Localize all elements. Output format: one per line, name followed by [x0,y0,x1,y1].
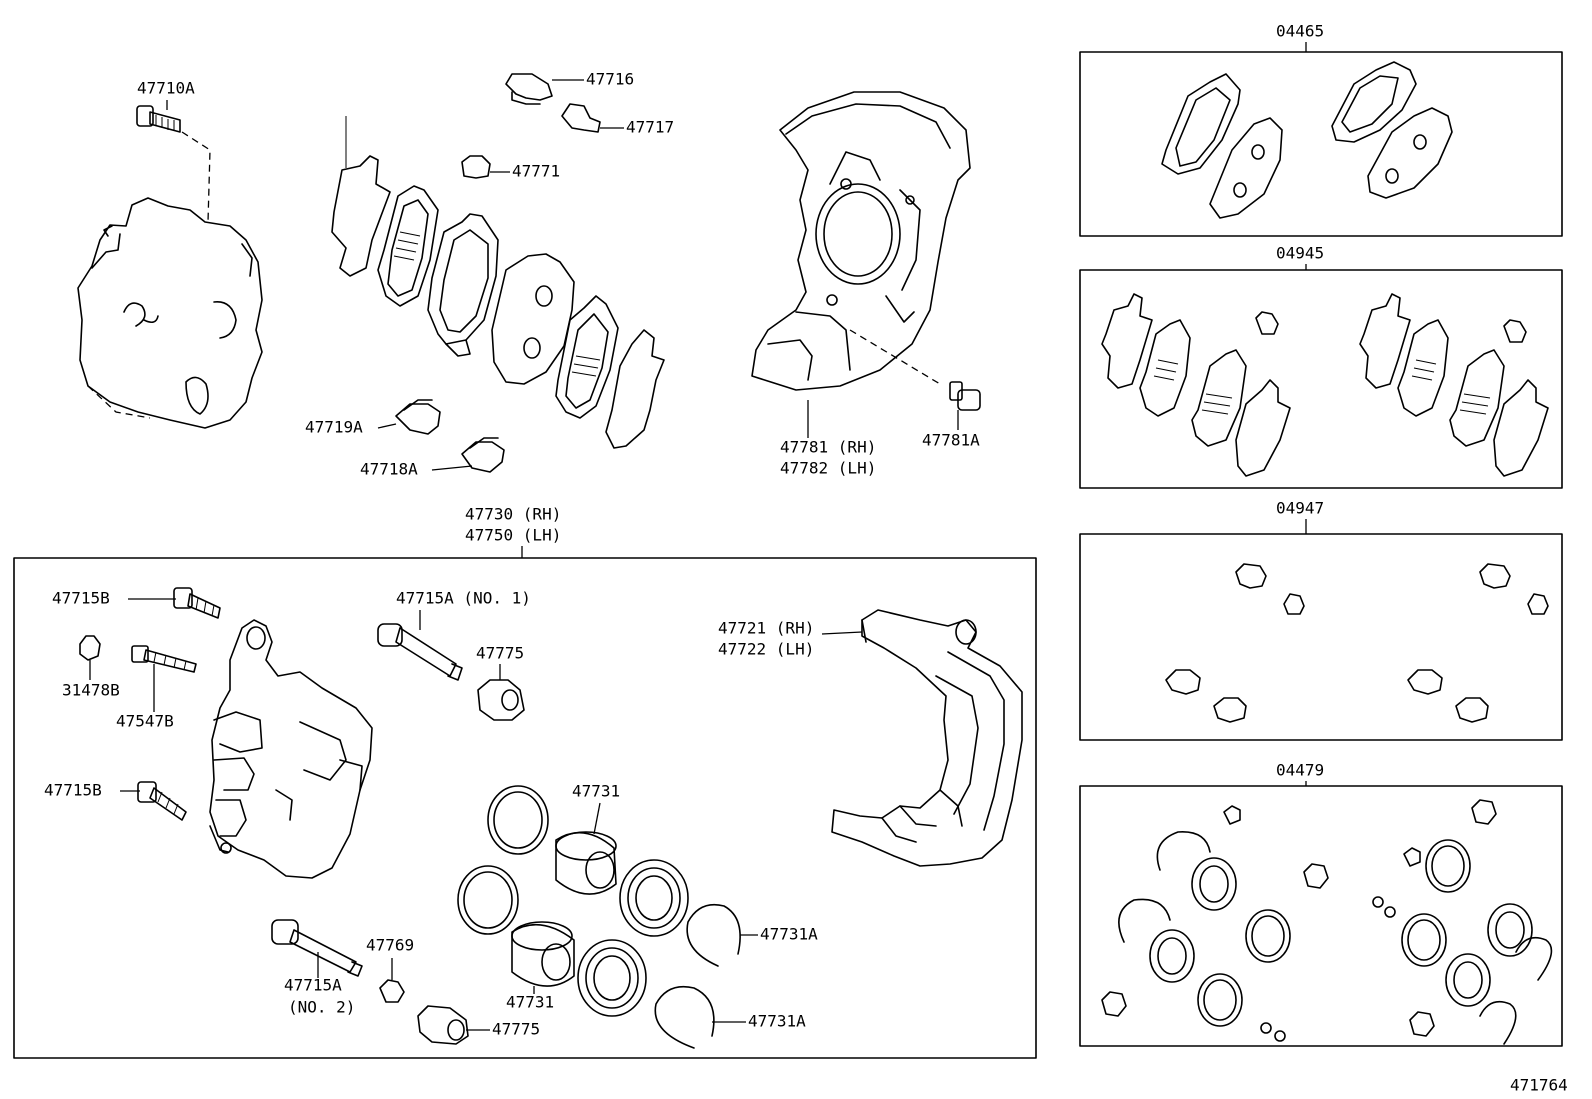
callout-47722-lh: 47722 (LH) [718,640,814,659]
callout-47771: 47771 [512,162,560,181]
caliper-body-47710A-group: 47710A [77,79,263,429]
caliper-assembly-box [13,557,1037,1059]
callout-47781A: 47781A [922,431,980,450]
callout-31478B: 31478B [62,681,120,700]
anti-squeal-shim-47771[interactable] [461,155,491,179]
dust-cover-bolt-47781A[interactable] [949,381,981,411]
callout-47775-top: 47775 [476,644,524,663]
kit-04479: 04479 [1079,761,1563,1047]
callout-47718A: 47718A [360,460,418,479]
callout-47715B-bottom: 47715B [44,781,102,800]
dust-boot-upper[interactable] [619,859,689,937]
pad-assembly-group: 47716 47717 47771 47719A 47718A [305,70,674,479]
caliper-assembly-group: 47715B 31478B 47547B 47715B [44,587,1023,1049]
brake-pad-inner-left[interactable] [377,185,439,307]
callout-47781-rh: 47781 (RH) [780,438,876,457]
callout-47731-bottom: 47731 [506,993,554,1012]
kit-04945-label: 04945 [1276,244,1324,263]
pad-support-plate-47718A[interactable] [461,437,505,473]
kit-04947-label: 04947 [1276,499,1324,518]
kit-04465-pad-set[interactable] [1161,61,1453,219]
callout-47719A: 47719A [305,418,363,437]
callout-47716: 47716 [586,70,634,89]
callout-47717: 47717 [626,118,674,137]
set-ring-47731A-bottom[interactable] [654,985,715,1049]
bushing-47769[interactable] [379,979,405,1003]
callout-47547B: 47547B [116,712,174,731]
piston-seal-mid-left[interactable] [457,865,519,935]
callout-47731-top: 47731 [572,782,620,801]
slide-pin-47715A-no2[interactable] [271,919,363,977]
disc-dust-cover-group: 47781A 47781 (RH) 47782 (LH) [751,91,981,478]
slide-bushing-47775-top[interactable] [477,679,525,721]
kit-04947-fitting-kit[interactable] [1165,563,1549,723]
callout-47775-bottom: 47775 [492,1020,540,1039]
bleeder-cap-31478B[interactable] [79,635,101,661]
piston-seal-upper-left[interactable] [487,785,549,855]
callout-47730-rh: 47730 (RH) [465,505,561,524]
kit-04465: 04465 [1079,22,1563,237]
callout-47715A-no1: 47715A (NO. 1) [396,589,531,608]
callout-47715A-no2-b: (NO. 2) [288,998,355,1017]
kit-04945: 04945 [1079,244,1563,489]
bleeder-bolt-47715B-bottom[interactable] [137,781,187,821]
bolt-47710A[interactable] [136,105,181,133]
kit-04479-cylinder-kit[interactable] [1101,799,1553,1045]
pad-shim-outer-right[interactable] [605,329,665,449]
slide-bushing-47775-bottom[interactable] [417,1005,469,1045]
kit-04479-label: 04479 [1276,761,1324,780]
piston-47731-bottom[interactable] [511,921,575,987]
callout-47710A: 47710A [137,79,195,98]
callout-47769: 47769 [366,936,414,955]
callout-47721-rh: 47721 (RH) [718,619,814,638]
brake-pad-inner-backing[interactable] [427,213,499,357]
caliper-body-outline[interactable] [77,197,263,429]
brake-pad-outer[interactable] [491,253,575,385]
kit-04465-label: 04465 [1276,22,1324,41]
caliper-cylinder-body[interactable] [209,619,373,879]
set-ring-47731A-top[interactable] [686,903,741,967]
callout-47731A-top: 47731A [760,925,818,944]
pad-wear-indicator-47717[interactable] [561,103,601,133]
callout-47715B-top: 47715B [52,589,110,608]
illustration-number: 471764 [1510,1076,1568,1095]
callout-47731A-bottom: 47731A [748,1012,806,1031]
piston-47731-top[interactable] [555,831,617,895]
dust-boot-lower[interactable] [577,939,647,1017]
callout-47715A-no2-a: 47715A [284,976,342,995]
kit-04945-shim-kit[interactable] [1101,293,1549,477]
caliper-mounting-bracket[interactable] [831,609,1023,867]
kit-04947: 04947 [1079,499,1563,741]
callout-47782-lh: 47782 (LH) [780,459,876,478]
bleeder-plug-47547B[interactable] [131,645,197,673]
callout-47750-lh: 47750 (LH) [465,526,561,545]
slide-pin-47715A-no1[interactable] [377,623,463,681]
bleeder-bolt-47715B-top[interactable] [173,587,221,619]
pad-support-plate-47719A[interactable] [395,399,441,435]
brake-pad-outer-right[interactable] [555,295,619,419]
pad-wear-indicator-47716[interactable] [505,73,553,105]
disc-dust-cover[interactable] [751,91,971,391]
pad-shim-outer-left[interactable] [331,155,391,277]
